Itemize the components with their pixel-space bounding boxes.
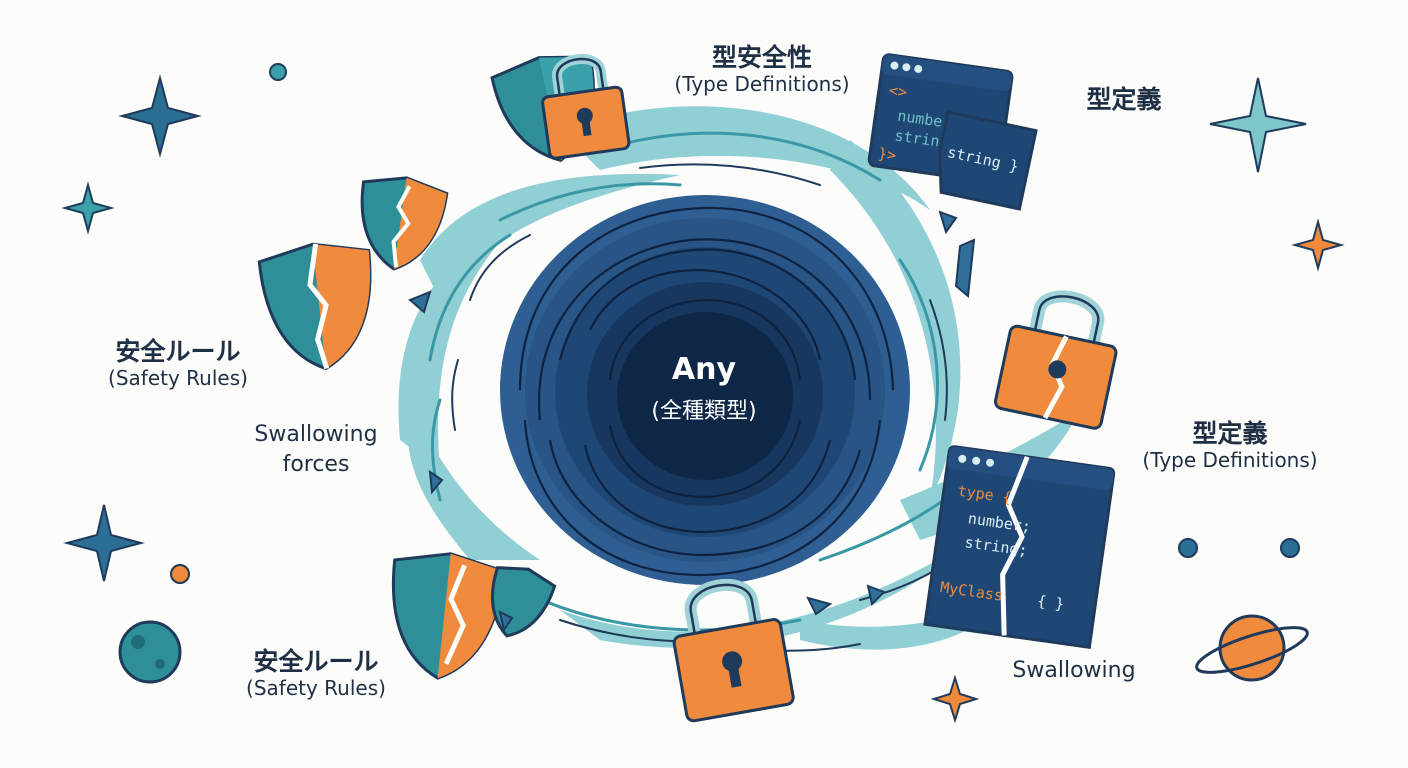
vortex-center-label: Any (全種類型) <box>651 352 756 425</box>
swirl-streaks <box>428 131 982 632</box>
label-safety-rules-upper-jp: 安全ルール <box>115 337 241 366</box>
label-type-definition-top-jp: 型定義 <box>1086 85 1162 114</box>
label-safety-rules-upper: 安全ルール (Safety Rules) <box>108 337 248 390</box>
label-swallowing-forces-line2: forces <box>282 451 350 477</box>
vortex <box>500 195 910 585</box>
star-icon <box>1209 77 1307 173</box>
dot-decoration <box>269 63 287 81</box>
star-icon <box>930 674 980 724</box>
star-icon <box>1291 218 1345 272</box>
dot-decoration <box>170 564 190 584</box>
label-type-safety: 型安全性 (Type Definitions) <box>674 43 850 96</box>
label-swallowing: Swallowing <box>1012 656 1135 686</box>
dot-decoration <box>1280 538 1300 558</box>
code-window-fragment: string } <box>938 110 1038 211</box>
planet-icon <box>1195 614 1309 682</box>
dot-decoration <box>1178 538 1198 558</box>
label-safety-rules-lower-en: (Safety Rules) <box>246 675 386 700</box>
label-type-definition-right-jp: 型定義 <box>1192 419 1268 448</box>
label-type-definition-right: 型定義 (Type Definitions) <box>1142 419 1318 472</box>
code-window-icon: type { number; string; MyClass { } <box>923 445 1116 650</box>
label-safety-rules-lower: 安全ルール (Safety Rules) <box>246 647 386 700</box>
code-close-tag: }> <box>877 144 897 164</box>
label-swallowing-forces: Swallowing forces <box>254 420 377 479</box>
label-safety-rules-lower-jp: 安全ルール <box>253 647 379 676</box>
planet-icon <box>118 620 182 684</box>
code-open-tag: <> <box>888 81 908 101</box>
label-type-definition-right-en: (Type Definitions) <box>1142 447 1318 472</box>
label-type-safety-en: (Type Definitions) <box>674 71 850 96</box>
padlock-icon <box>672 579 795 723</box>
star-icon <box>61 181 115 235</box>
center-title: Any <box>671 352 737 387</box>
padlock-icon <box>541 54 631 160</box>
shard-fragments <box>408 210 976 633</box>
label-type-safety-jp: 型安全性 <box>711 43 813 72</box>
star-icon <box>63 504 145 582</box>
shield-icon <box>257 242 372 371</box>
padlock-icon <box>993 290 1118 430</box>
center-subtitle: (全種類型) <box>651 399 757 424</box>
shield-icon <box>391 552 506 680</box>
star-icon <box>118 74 202 158</box>
label-type-definition-top: 型定義 <box>1086 85 1162 115</box>
label-swallowing-text: Swallowing <box>1012 658 1136 683</box>
label-safety-rules-upper-en: (Safety Rules) <box>108 365 248 390</box>
shield-icon <box>360 176 449 271</box>
code-class-braces: { } <box>1036 592 1065 614</box>
label-swallowing-forces-line1: Swallowing <box>254 422 378 447</box>
